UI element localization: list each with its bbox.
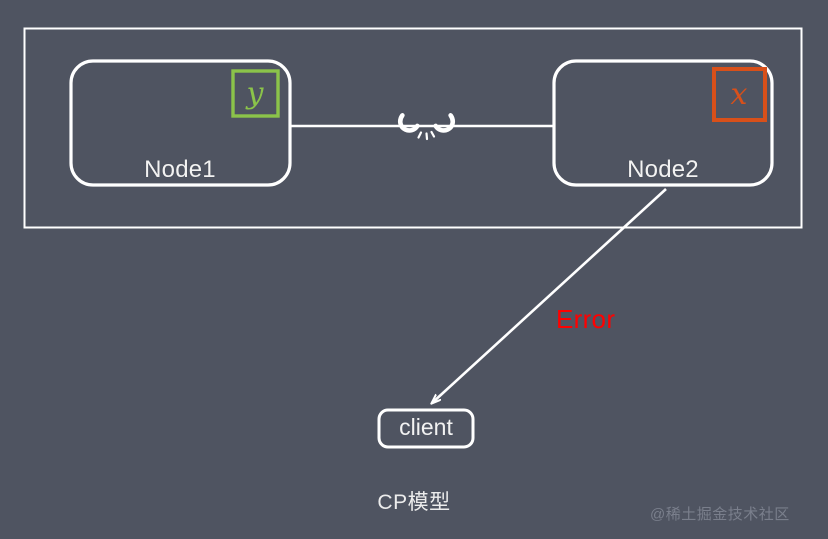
watermark: @稀土掘金技术社区 [650,506,790,523]
value-badge-y-box [231,69,280,118]
client-label: client [399,414,453,440]
link-node2-client [432,188,667,403]
broken-link-icon [397,113,456,141]
partition-boundary [23,27,803,229]
node2-box[interactable] [552,59,774,187]
node1-label: Node1 [144,156,216,183]
node1-box[interactable] [69,59,292,187]
diagram-caption: CP模型 [0,492,828,513]
client-box[interactable] [377,408,475,449]
node2-label: Node2 [627,156,699,183]
error-label: Error [556,304,616,334]
diagram-caption-text: CP模型 [377,491,451,514]
value-badge-y-letter: y [246,76,264,111]
value-badge-x-box [712,67,767,122]
value-badge-x-letter: x [730,77,748,112]
